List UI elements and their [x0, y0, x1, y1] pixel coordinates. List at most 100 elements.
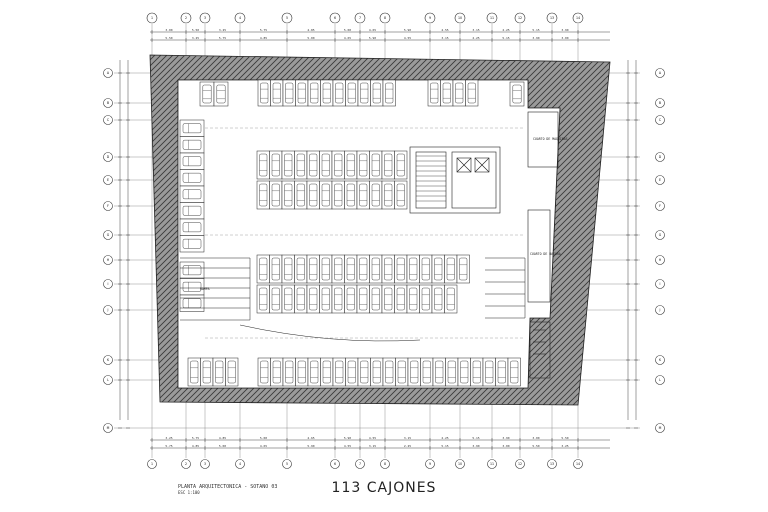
grid-bubble-label: L [107, 378, 109, 382]
dimension-label: 2.25 [441, 436, 448, 440]
parking-stall [320, 79, 334, 107]
dimension-label: 5.90 [369, 36, 376, 40]
grid-bubble-label: G [659, 233, 662, 237]
grid-bubble [103, 68, 113, 78]
grid-bubble [103, 255, 113, 265]
grid-bubble [655, 175, 665, 185]
grid-bubble-label: 14 [576, 16, 580, 20]
grid-bubble [234, 12, 246, 24]
parking-stall [257, 79, 271, 107]
dimension-label: 4.65 [307, 436, 314, 440]
dimension-label: 4.55 [369, 436, 376, 440]
parking-stall [407, 357, 421, 387]
grid-bubble [103, 279, 113, 289]
grid-bubble [487, 459, 497, 469]
grid-bubble-label: 11 [490, 462, 494, 466]
dimension-label: 5.75 [192, 436, 199, 440]
dimension-label: 5.50 [165, 36, 172, 40]
parking-stall [344, 254, 358, 284]
service-rooms [527, 111, 559, 379]
dimension-label: 4.85 [219, 436, 226, 440]
parking-stall [179, 218, 205, 236]
parking-stall [282, 79, 296, 107]
grid-bubble-label: A [659, 71, 662, 75]
parking-stall [294, 284, 308, 314]
grid-bubble [546, 12, 558, 24]
parking-stall [179, 136, 205, 154]
parking-stall [187, 357, 201, 387]
grid-bubble-label: M [659, 426, 662, 430]
grid-bubble [655, 201, 665, 211]
dimension-label: 5.50 [532, 444, 539, 448]
grid-bubble [103, 305, 113, 315]
parking-stall [179, 152, 205, 170]
parking-stall [331, 284, 345, 314]
grid-bubble-label: M [107, 426, 110, 430]
grid-bubble-label: 6 [334, 16, 336, 20]
grid-bubble [515, 459, 525, 469]
grid-bubble-label: 5 [286, 462, 288, 466]
dimension-label: 4.85 [307, 28, 314, 32]
grid-bubble-label: G [107, 233, 110, 237]
grid-bubble [454, 12, 466, 24]
parking-stall [370, 357, 384, 387]
grid-bubble [103, 98, 113, 108]
parking-stall [319, 254, 333, 284]
parking-stall [212, 357, 226, 387]
grid-bubble [103, 152, 113, 162]
parking-stall [281, 254, 295, 284]
dimension-label: 4.55 [441, 28, 448, 32]
parking-stall [345, 79, 359, 107]
dimension-label: 5.75 [260, 28, 267, 32]
dimension-label: 4.85 [260, 36, 267, 40]
parking-stall [213, 81, 229, 107]
dimension-label: 3.90 [532, 36, 539, 40]
parking-stall [269, 180, 283, 210]
dimension-label: 5.90 [344, 436, 351, 440]
grid-bubble-label: 5 [286, 16, 288, 20]
parking-stall [507, 357, 521, 387]
drawing-title-block: PLANTA ARQUITECTONICA - SOTANO 03 ESC 1:… [178, 484, 277, 495]
parking-stall [295, 357, 309, 387]
parking-stall [381, 284, 395, 314]
dimension-label: 3.00 [502, 444, 509, 448]
parking-stall [179, 294, 205, 312]
grid-bubble [486, 12, 498, 24]
parking-stall [394, 284, 408, 314]
grid-bubble [329, 12, 341, 24]
grid-bubble [146, 12, 158, 24]
parking-stall [179, 261, 205, 279]
dimension-label: 3.25 [561, 444, 568, 448]
grid-bubble-label: 1 [151, 462, 153, 466]
drawing-title: PLANTA ARQUITECTONICA - SOTANO 03 [178, 484, 278, 490]
room-label-trash: CUARTO DE BASURA [530, 252, 561, 256]
grid-bubble [380, 459, 390, 469]
dimension-label: 5.15 [472, 436, 479, 440]
parking-stall [331, 180, 345, 210]
grid-bubble-label: J [107, 308, 109, 312]
grid-bubble [199, 12, 211, 24]
grid-bubble [455, 459, 465, 469]
parking-stall [406, 254, 420, 284]
grid-bubble [655, 279, 665, 289]
parking-stall [395, 357, 409, 387]
parking-stall [225, 357, 239, 387]
parking-stall [179, 169, 205, 187]
grid-bubble-label: C [659, 118, 662, 122]
grid-bubble [200, 459, 210, 469]
room-label-ramp: RAMPA [200, 287, 210, 291]
grid-bubble [103, 115, 113, 125]
parking-stall [294, 150, 308, 180]
grid-bubble [655, 355, 665, 365]
dimension-label: 4.65 [344, 36, 351, 40]
parking-stall [394, 180, 408, 210]
parking-stall [256, 284, 270, 314]
dimension-label: 5.75 [219, 36, 226, 40]
parking-stall [369, 150, 383, 180]
parking-stall [294, 180, 308, 210]
parking-stall [256, 150, 270, 180]
dimension-label: 3.15 [441, 36, 448, 40]
dimension-label: 5.50 [192, 28, 199, 32]
grid-bubble-label: I [108, 282, 109, 286]
